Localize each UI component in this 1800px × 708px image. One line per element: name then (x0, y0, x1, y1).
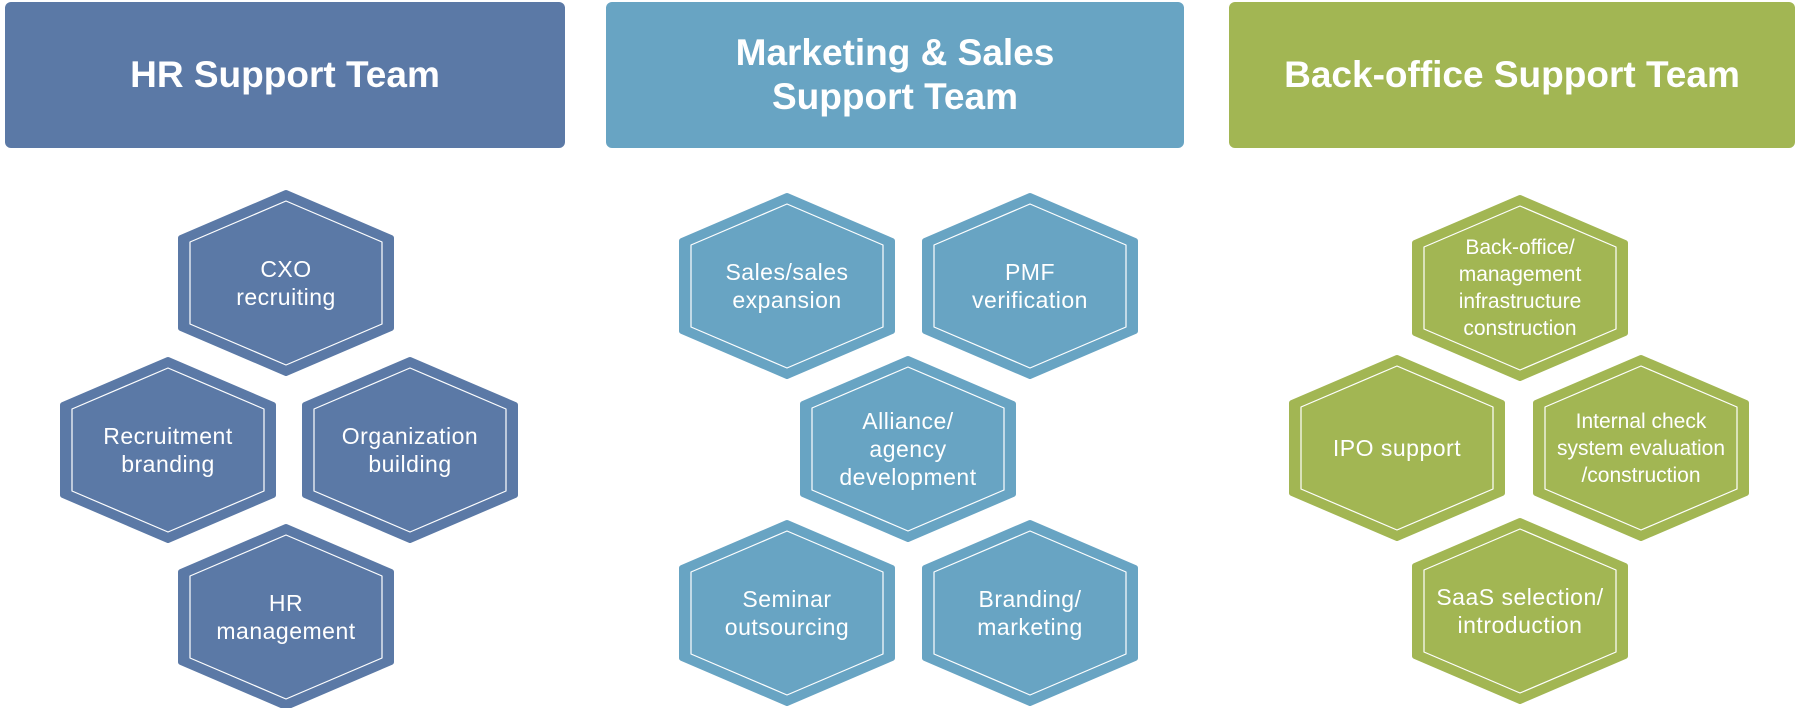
hexagon-inner-outline (1423, 528, 1617, 694)
hexagon-hr-3 (178, 524, 394, 708)
marketing-sales-support-team-header: Marketing & Sales Support Team (606, 2, 1184, 148)
hexagon-outer (800, 356, 1016, 542)
hexagon-outer (302, 357, 518, 543)
hexagon-back_office-2 (1533, 355, 1749, 541)
hexagon-outer (679, 193, 895, 379)
hexagon-inner-outline (189, 200, 383, 366)
hexagon-outer (679, 520, 895, 706)
hexagon-outer (60, 357, 276, 543)
hexagon-hr-1 (60, 357, 276, 543)
hexagon-back_office-0 (1412, 195, 1628, 381)
hexagon-back_office-3 (1412, 518, 1628, 704)
hexagon-inner-outline (811, 366, 1005, 532)
hexagon-hr-0 (178, 190, 394, 376)
hexagon-outer (1289, 355, 1505, 541)
hexagon-outer (922, 520, 1138, 706)
hexagon-outer (1533, 355, 1749, 541)
hexagon-inner-outline (189, 534, 383, 700)
hexagon-outer (922, 193, 1138, 379)
hexagon-marketing_sales-0 (679, 193, 895, 379)
hexagon-hr-2 (302, 357, 518, 543)
hexagon-marketing_sales-2 (800, 356, 1016, 542)
hexagon-back_office-1 (1289, 355, 1505, 541)
hexagon-inner-outline (313, 367, 507, 533)
hexagon-outer (1412, 518, 1628, 704)
hr-support-team-header: HR Support Team (5, 2, 565, 148)
hexagon-inner-outline (1423, 205, 1617, 371)
hexagon-inner-outline (1300, 365, 1494, 531)
hexagon-inner-outline (1544, 365, 1738, 531)
hexagon-outer (178, 190, 394, 376)
hexagon-inner-outline (933, 203, 1127, 369)
hexagon-outer (1412, 195, 1628, 381)
hexagon-inner-outline (690, 530, 884, 696)
hexagon-marketing_sales-1 (922, 193, 1138, 379)
hexagon-inner-outline (690, 203, 884, 369)
hexagon-outer (178, 524, 394, 708)
hexagon-marketing_sales-3 (679, 520, 895, 706)
hexagon-inner-outline (933, 530, 1127, 696)
hexagon-inner-outline (71, 367, 265, 533)
back-office-support-team-header: Back-office Support Team (1229, 2, 1795, 148)
hexagon-marketing_sales-4 (922, 520, 1138, 706)
